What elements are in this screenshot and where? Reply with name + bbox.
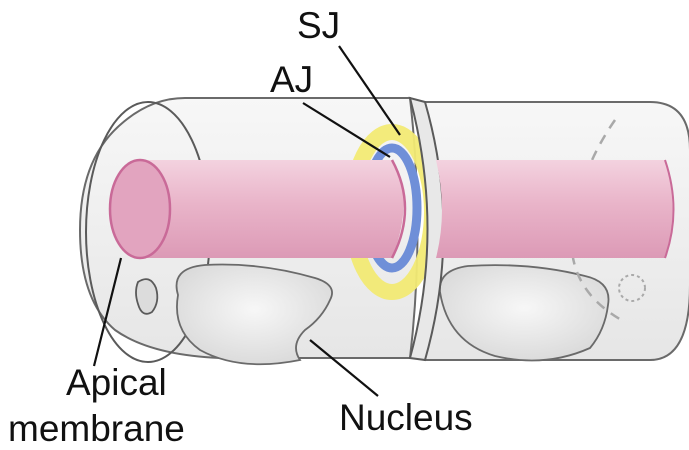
apical-membrane-label-line1: Apical [66, 363, 167, 403]
lumen-tube-right [436, 160, 673, 258]
lumen-tube-left [140, 160, 404, 258]
apical-membrane-label-line2: membrane [8, 409, 185, 449]
left-cell-vesicle [136, 279, 157, 314]
aj-label: AJ [270, 60, 313, 100]
sj-label: SJ [297, 6, 340, 46]
lumen-left-opening [110, 160, 170, 258]
nucleus-label: Nucleus [339, 398, 473, 438]
